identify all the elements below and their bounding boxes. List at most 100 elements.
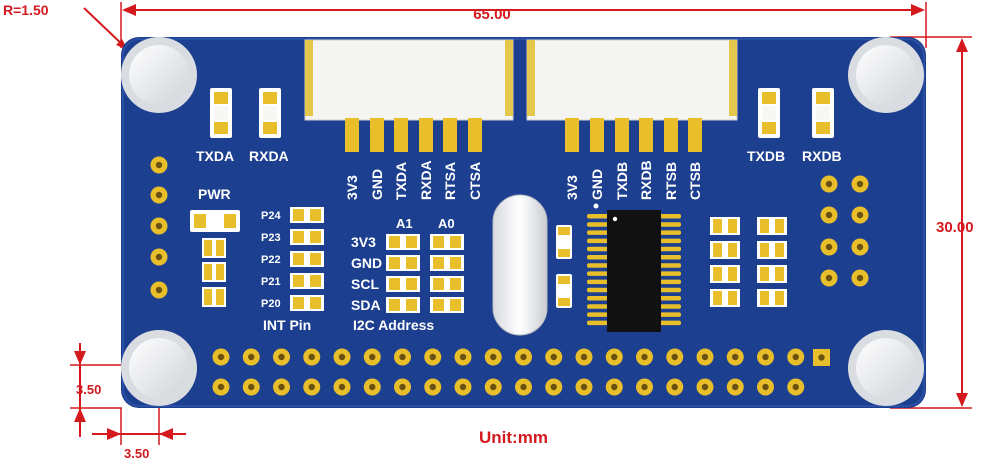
left-header-pad <box>150 281 168 299</box>
mounting-hole-top-right <box>848 37 924 113</box>
chip-lead <box>659 230 681 235</box>
pin-label-b-1: GND <box>589 169 605 200</box>
pin-label-a-5: CTSA <box>467 162 483 200</box>
connector-a <box>304 39 514 152</box>
connector-b-labels: 3V3 GND TXDB RXDB RTSB CTSB <box>564 160 703 200</box>
hoffset-label: 3.50 <box>124 446 149 461</box>
int-pin-label-4: P20 <box>261 298 281 310</box>
chip-lead <box>587 246 609 252</box>
smd-component <box>757 217 787 235</box>
hoffset-arrow-right <box>159 428 173 440</box>
uart-chip-dot <box>612 216 618 222</box>
smd-component <box>710 289 740 307</box>
gpio-pad <box>726 348 744 366</box>
smd-component <box>710 241 740 259</box>
chip-lead <box>587 255 609 260</box>
pin-label-b-2: TXDB <box>614 162 630 200</box>
uart-chip-leads <box>587 214 681 326</box>
gpio-pad <box>757 348 774 366</box>
int-pin-label-2: P22 <box>261 254 281 266</box>
chip-lead <box>587 263 609 268</box>
gpio-pad <box>636 378 653 396</box>
connector-a-pin <box>345 118 359 152</box>
addr-jumper <box>386 234 420 250</box>
pin1-dot <box>593 203 599 209</box>
connector-b-pin <box>664 118 678 152</box>
led-txda <box>210 88 232 138</box>
chip-lead <box>587 287 609 293</box>
gpio-pad <box>212 348 230 366</box>
gpio-pad <box>363 348 381 366</box>
smd-resistor <box>202 238 226 258</box>
pcb-board: 3V3 GND TXDA RXDA RTSA CTSA 3V3 GND TXDB… <box>121 37 926 408</box>
smd-resistor <box>202 287 226 307</box>
addr-jumper <box>430 255 464 271</box>
gpio-pad <box>787 348 805 366</box>
crystal <box>492 194 548 336</box>
i2c-caption: I2C Address <box>353 317 434 333</box>
chip-lead <box>587 279 609 285</box>
chip-lead <box>587 296 609 301</box>
smd-component <box>710 217 740 235</box>
smd-component <box>757 241 787 259</box>
left-header-pad <box>150 186 168 204</box>
int-pin-label-3: P21 <box>261 276 281 288</box>
connector-a-pin <box>370 118 384 152</box>
radius-label: R=1.50 <box>3 2 49 18</box>
gpio-pad <box>575 348 593 366</box>
gpio-pad <box>696 378 714 396</box>
gpio-pad <box>454 348 472 366</box>
chip-lead <box>587 238 609 244</box>
pin-label-a-3: RXDA <box>418 160 434 200</box>
gpio-header <box>212 348 830 396</box>
connector-b-pins <box>565 118 702 152</box>
voffset-arrow-top <box>74 351 86 365</box>
right-header-pad <box>820 238 838 256</box>
chip-lead <box>587 320 609 326</box>
chip-lead <box>659 320 681 326</box>
gpio-pad <box>273 348 290 366</box>
hoffset-arrow-left <box>107 428 121 440</box>
height-label: 30.00 <box>936 219 974 236</box>
gpio-pad <box>484 378 502 396</box>
connector-b-pin <box>639 118 653 152</box>
gpio-pad <box>424 348 442 366</box>
pwr-resistors <box>202 238 226 307</box>
width-label: 65.00 <box>473 6 511 23</box>
left-header-pads <box>150 156 168 299</box>
gpio-pad <box>454 378 472 396</box>
unit-label: Unit:mm <box>479 428 548 447</box>
connector-a-pin <box>394 118 408 152</box>
chip-lead <box>587 222 609 227</box>
gpio-pad <box>273 378 290 396</box>
int-pin-caption: INT Pin <box>263 317 311 333</box>
chip-lead <box>659 246 681 252</box>
left-header-pad <box>150 217 168 235</box>
int-jumper <box>290 207 324 223</box>
addr-jumper <box>386 255 420 271</box>
gpio-pad <box>363 378 381 396</box>
led-label-rxda: RXDA <box>249 148 289 164</box>
int-pin-block: P24 P23 P22 P21 P20 INT Pin <box>261 207 324 333</box>
chip-lead <box>659 255 681 260</box>
right-header-pad <box>851 206 869 224</box>
chip-lead <box>659 312 681 317</box>
int-pin-label-1: P23 <box>261 232 281 244</box>
pin-label-b-5: CTSB <box>687 162 703 200</box>
connector-b-pin <box>615 118 629 152</box>
radius-leader <box>83 7 127 49</box>
gpio-pad <box>242 378 260 396</box>
smd-component <box>710 265 740 283</box>
addr-jumper <box>386 276 420 292</box>
addr-jumper <box>386 297 420 313</box>
chip-lead <box>659 263 681 268</box>
gpio-pad <box>545 348 563 366</box>
pin-label-a-4: RTSA <box>442 162 458 200</box>
uart-chip-body <box>607 210 661 332</box>
crystal-capacitor-bottom <box>556 274 572 308</box>
chip-lead <box>659 279 681 285</box>
gpio-pad <box>696 348 714 366</box>
addr-jumper <box>430 234 464 250</box>
addr-header-a1: A1 <box>396 216 413 231</box>
mounting-hole-bottom-right <box>848 330 924 406</box>
